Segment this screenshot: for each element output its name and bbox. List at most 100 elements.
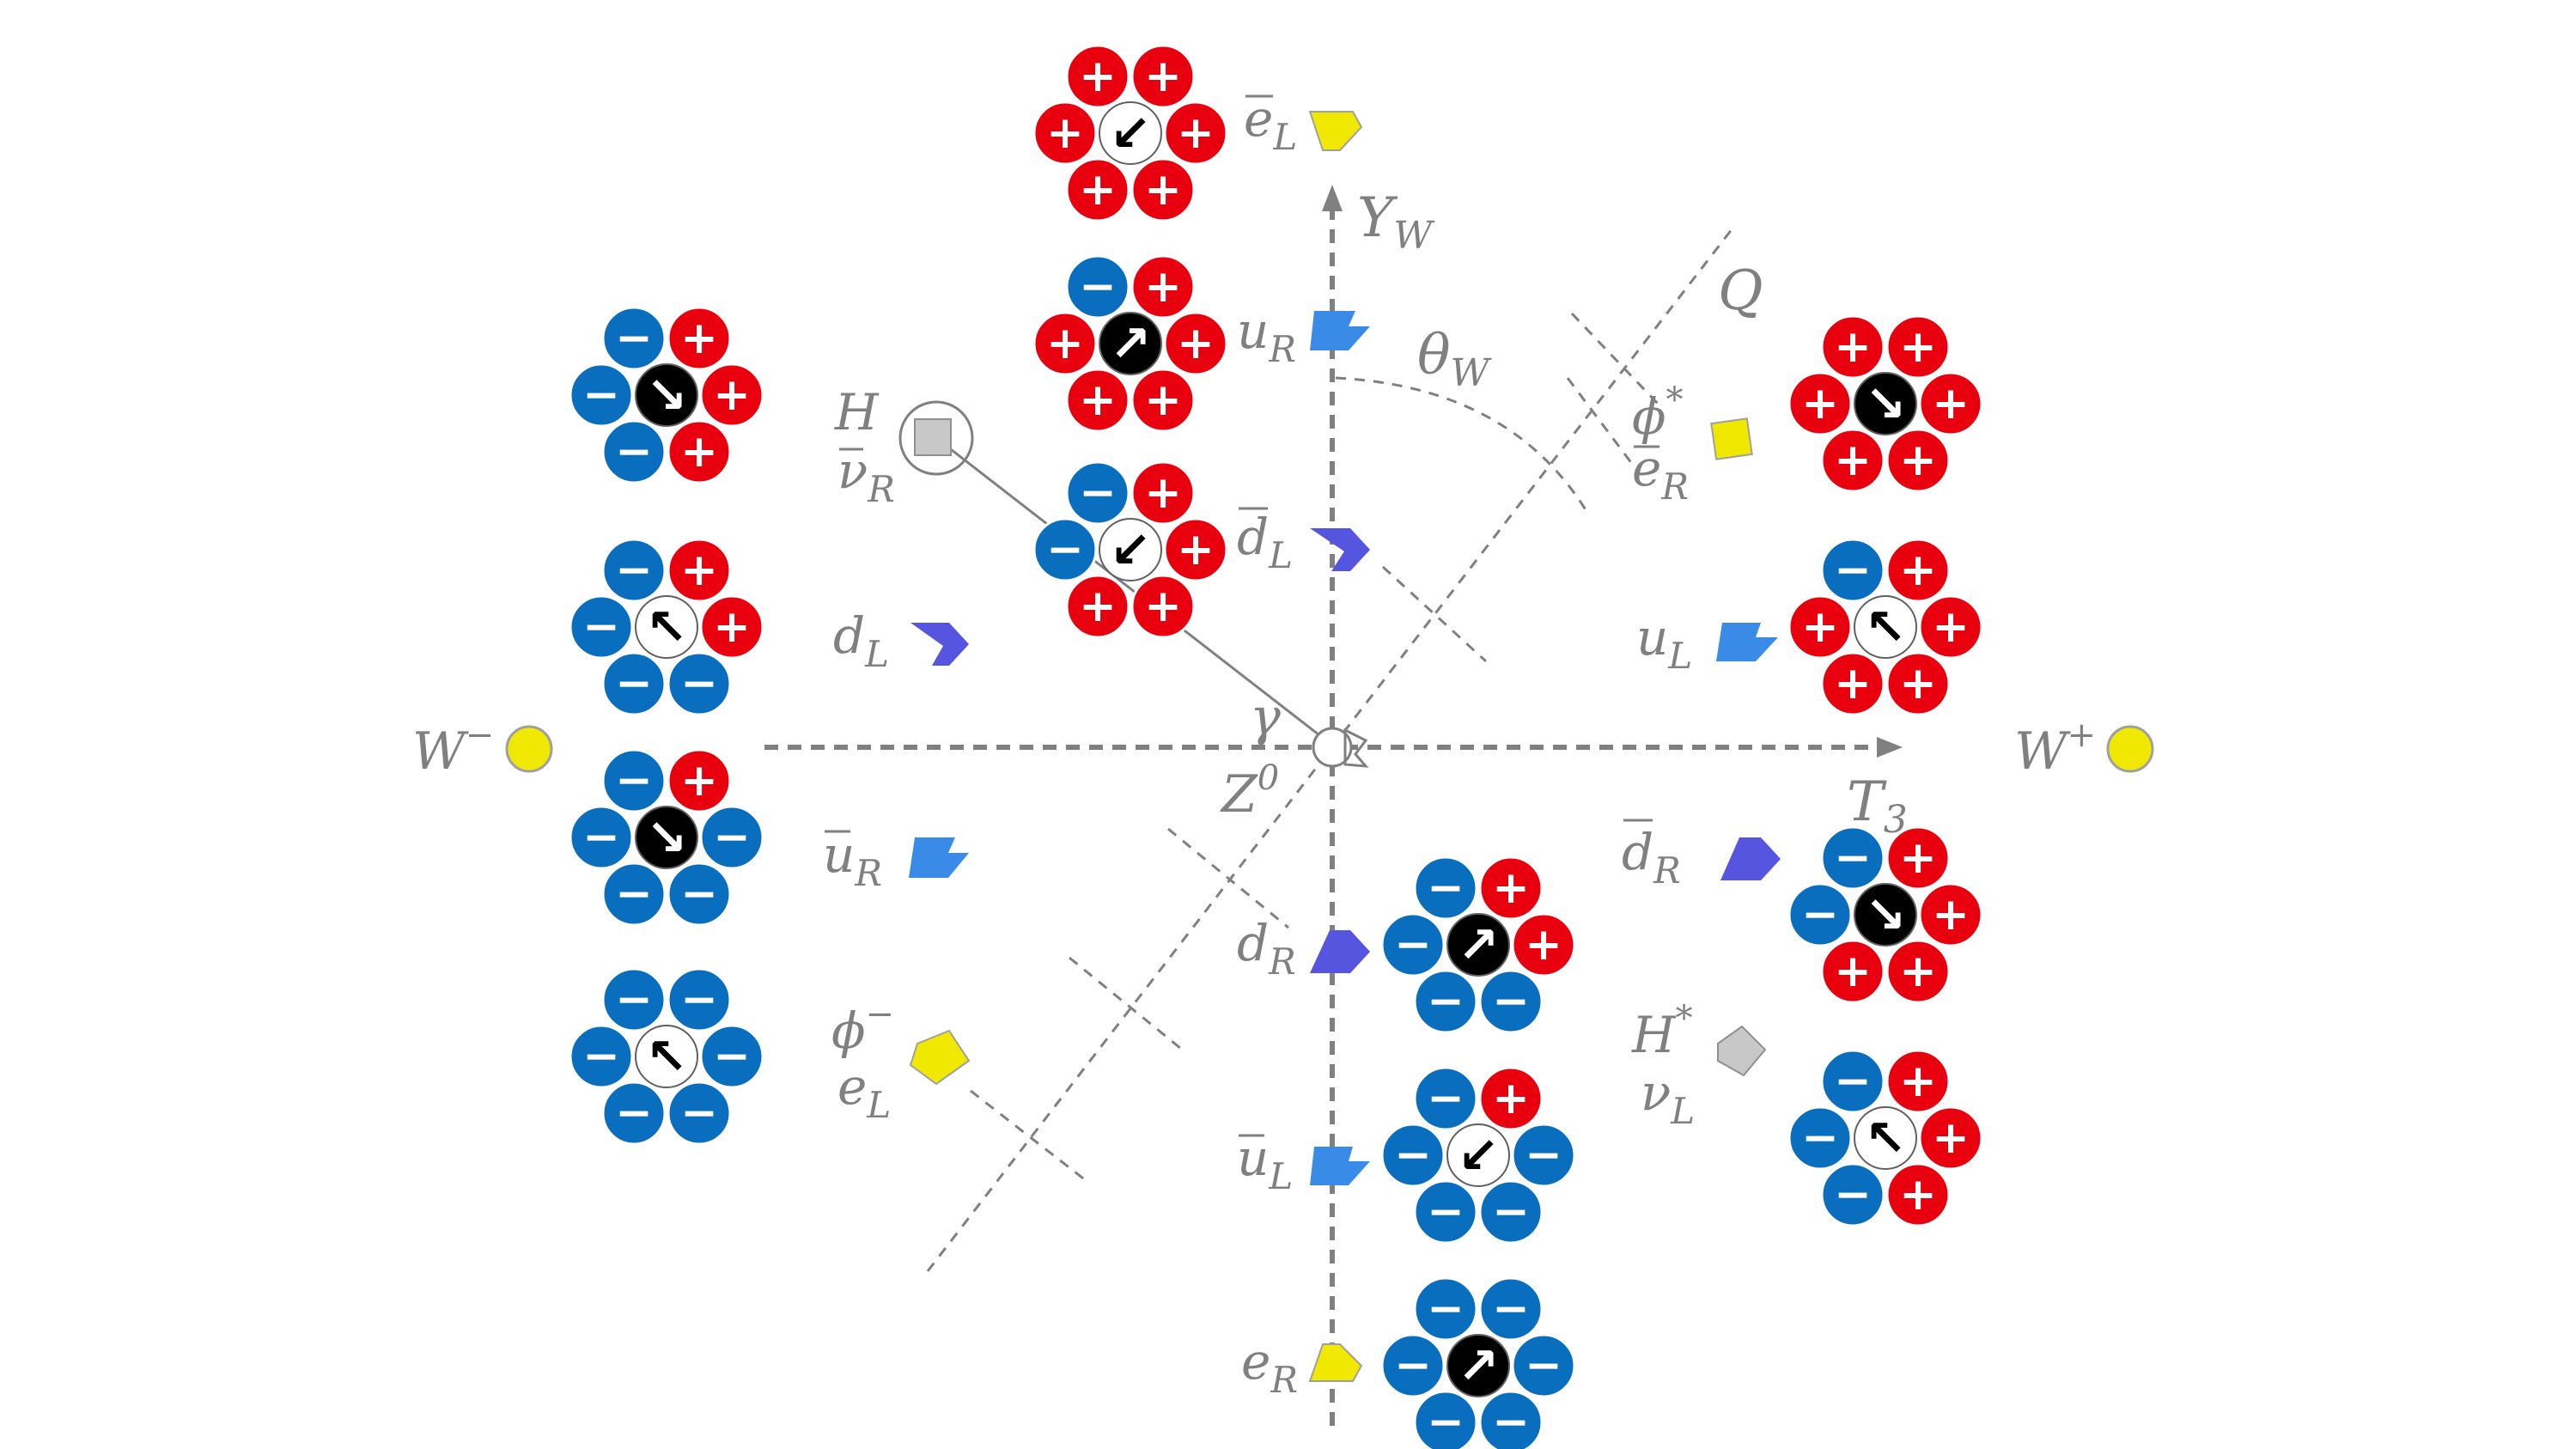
positive-charge-icon	[1918, 594, 1983, 660]
charge-cluster-left-1: −+++−−↘	[569, 306, 764, 484]
e-bar-L-marker	[1308, 111, 1363, 151]
spin-arrow-icon: ↖	[1865, 1109, 1907, 1167]
w-plus-marker	[2106, 725, 2154, 773]
minus-sign: −	[1492, 1186, 1530, 1238]
positive-charge-icon	[1885, 538, 1951, 603]
positive-charge-icon	[1885, 1049, 1951, 1114]
charge-cluster-top-center-3: −++++−↙	[1032, 460, 1228, 639]
t3-axis-label: T3	[1847, 770, 1908, 842]
negative-charge-icon	[699, 805, 764, 870]
u-R-label: uR	[1237, 301, 1296, 370]
plus-sign: +	[1899, 435, 1937, 486]
plus-sign: +	[1046, 107, 1084, 159]
plus-sign: +	[680, 426, 718, 478]
minus-sign: −	[1427, 1186, 1465, 1238]
negative-charge-icon	[569, 594, 634, 660]
plus-sign: +	[1079, 581, 1117, 632]
charge-cluster-left-4: −−−−−−↖	[569, 967, 764, 1146]
plus-sign: +	[1177, 524, 1215, 575]
negative-charge-icon	[1787, 1105, 1853, 1171]
q-axis	[926, 224, 1737, 1272]
plus-sign: +	[1834, 658, 1872, 709]
positive-charge-icon	[1065, 44, 1130, 109]
q-tick-2	[1167, 827, 1289, 929]
negative-charge-icon	[1065, 254, 1130, 320]
charge-cluster-top-center-2: −+++++↗	[1032, 254, 1228, 433]
negative-charge-icon	[569, 362, 634, 428]
minus-sign: −	[615, 313, 653, 364]
minus-sign: −	[713, 1031, 751, 1082]
minus-sign: −	[1834, 1056, 1872, 1107]
negative-charge-icon	[1820, 538, 1885, 603]
minus-sign: −	[1834, 1169, 1872, 1221]
phi-minus-e-L-marker	[909, 1029, 971, 1086]
plus-sign: +	[1899, 321, 1937, 373]
q-tick-1	[1381, 565, 1488, 663]
plus-sign: +	[680, 545, 718, 596]
minus-sign: −	[1079, 261, 1117, 313]
negative-charge-icon	[1787, 882, 1853, 947]
spin-arrow-icon: ↖	[646, 598, 688, 656]
plus-sign: +	[680, 755, 718, 807]
negative-charge-icon	[1820, 825, 1885, 891]
charge-cluster-left-3: −+−−−−↘	[569, 748, 764, 927]
plus-sign: +	[1144, 581, 1182, 632]
u-L-marker	[1716, 623, 1778, 661]
negative-charge-icon	[667, 861, 732, 927]
particle-u-R: uR	[1237, 301, 1370, 370]
positive-charge-icon	[1885, 428, 1951, 493]
minus-sign: −	[1834, 832, 1872, 884]
spin-arrow-icon: ↘	[646, 366, 688, 424]
z0-marker	[1343, 728, 1369, 768]
u-bar-R-label: uR	[823, 825, 882, 894]
d-bar-L-marker	[1310, 528, 1370, 571]
positive-charge-icon	[1065, 157, 1130, 222]
particle-d-L: dL	[833, 606, 969, 675]
negative-charge-icon	[667, 967, 732, 1032]
H-label: H	[834, 383, 880, 441]
w-plus-boson: W+	[2014, 715, 2154, 782]
minus-sign: −	[615, 755, 653, 807]
plus-sign: +	[1932, 889, 1970, 941]
negative-charge-icon	[1065, 460, 1130, 526]
positive-charge-icon	[1885, 1162, 1951, 1227]
positive-charge-icon	[1885, 939, 1951, 1004]
negative-charge-icon	[699, 1024, 764, 1089]
spin-center-icon	[1446, 1123, 1510, 1187]
negative-charge-icon	[1413, 969, 1478, 1034]
plus-sign: +	[1144, 164, 1182, 216]
charge-clusters: ++++++↙−+++++↗−++++−↙−+++−−↘−++−−−↖−+−−−…	[569, 44, 1983, 1449]
negative-charge-icon	[1511, 1123, 1576, 1188]
yw-axis-arrowhead	[1322, 185, 1343, 211]
w-minus-label: W−	[412, 715, 494, 782]
positive-charge-icon	[1130, 574, 1196, 639]
minus-sign: −	[680, 974, 718, 1026]
minus-sign: −	[1427, 1397, 1465, 1448]
plus-sign: +	[1525, 919, 1562, 971]
plus-sign: +	[1079, 164, 1117, 216]
positive-charge-icon	[667, 419, 732, 484]
spin-arrow-icon: ↘	[1865, 886, 1907, 944]
spin-center-icon	[1446, 913, 1510, 977]
charge-cluster-left-2: −++−−−↖	[569, 538, 764, 716]
minus-sign: −	[680, 658, 718, 709]
nu-bar-R-label: νR	[837, 441, 895, 510]
d-bar-R-marker	[1720, 837, 1781, 880]
plus-sign: +	[1801, 601, 1839, 653]
plus-sign: +	[680, 313, 718, 364]
minus-sign: −	[680, 1087, 718, 1139]
negative-charge-icon	[1413, 1390, 1478, 1449]
positive-charge-icon	[1130, 254, 1196, 320]
e-bar-L-label: eL	[1244, 89, 1297, 158]
minus-sign: −	[1427, 862, 1465, 914]
particle-H-nu-bar-R: H νR	[834, 383, 974, 510]
spin-center-icon	[1854, 883, 1917, 947]
axes	[764, 185, 1903, 1426]
photon-marker	[1312, 727, 1353, 768]
plus-sign: +	[1079, 374, 1117, 426]
plus-sign: +	[1932, 1112, 1970, 1164]
minus-sign: −	[582, 812, 620, 863]
positive-charge-icon	[667, 748, 732, 813]
spin-center-icon	[635, 595, 698, 659]
negative-charge-icon	[601, 651, 667, 716]
